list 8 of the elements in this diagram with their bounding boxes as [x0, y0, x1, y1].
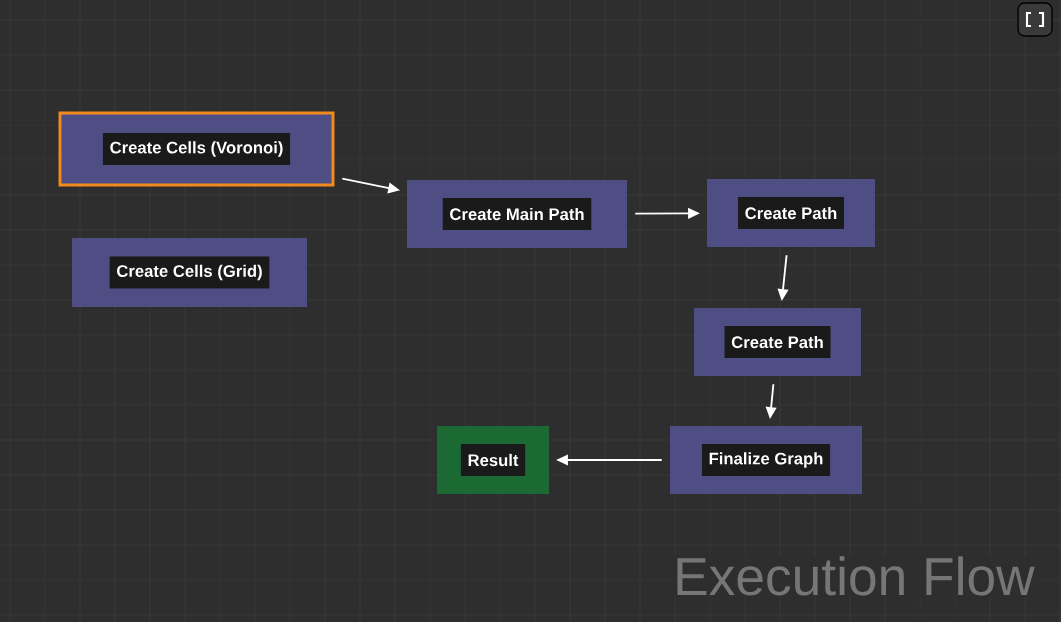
process-box: Create Cells (Grid): [72, 238, 307, 307]
process-box: Create Path: [707, 179, 875, 247]
process-box: Create Path: [694, 308, 861, 376]
process-box: Create Cells (Voronoi): [58, 111, 335, 187]
process-box: Finalize Graph: [670, 426, 862, 494]
process-box: Result: [437, 426, 549, 494]
process-box: Create Main Path: [407, 180, 627, 248]
canvas-label: Execution Flow: [673, 556, 1035, 596]
